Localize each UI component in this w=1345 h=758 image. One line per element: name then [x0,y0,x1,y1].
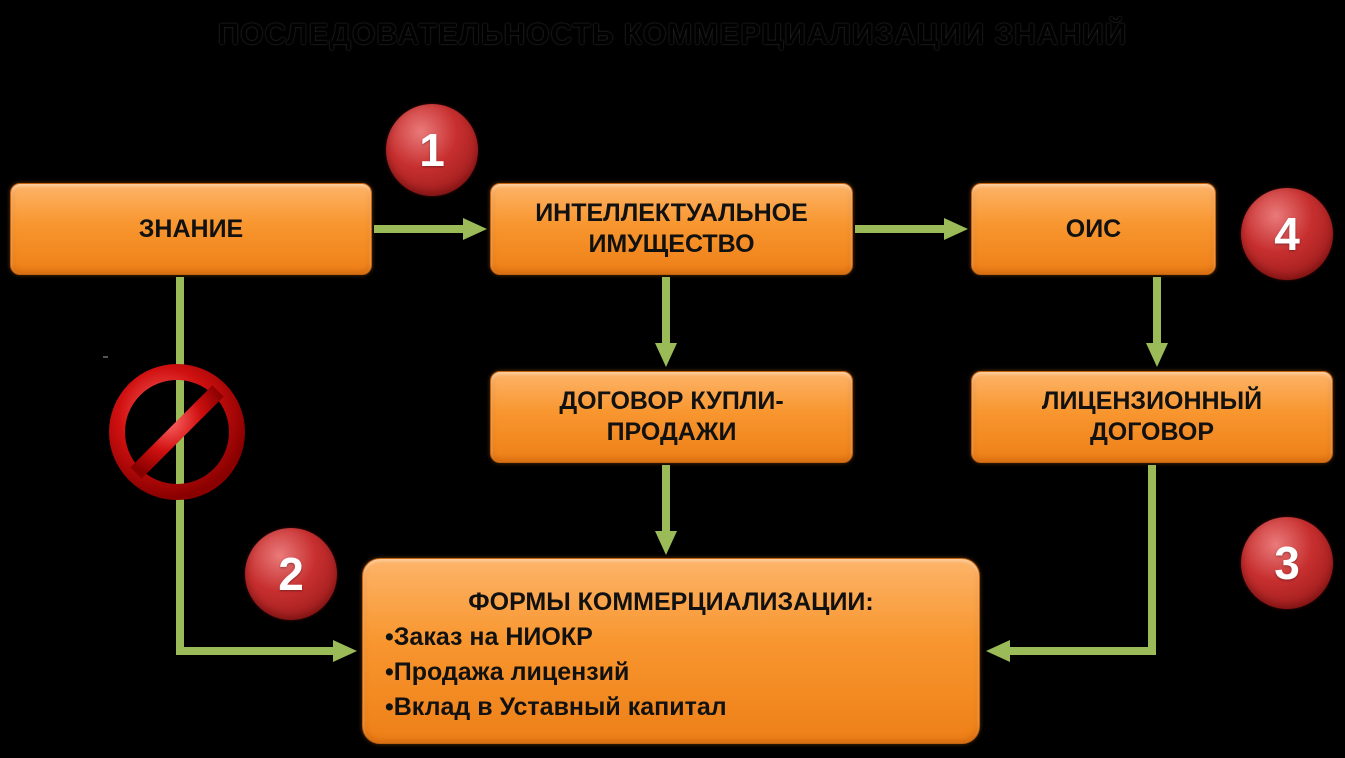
arrowhead-ip-to-ois [944,218,968,240]
node-sale-contract-label: ДОГОВОР КУПЛИ-ПРОДАЖИ [559,387,784,446]
node-commercialization-forms: ФОРМЫ КОММЕРЦИАЛИЗАЦИИ: •Заказ на НИОКР … [362,558,980,744]
arrow-license-to-forms [1001,465,1156,655]
node-znanie: ЗНАНИЕ [10,183,372,275]
step-badge-1: 1 [386,104,478,196]
diagram-title: ПОСЛЕДОВАТЕЛЬНОСТЬ КОММЕРЦИАЛИЗАЦИИ ЗНАН… [217,18,1128,51]
arrowhead-ois-to-license [1146,343,1168,367]
node-znanie-label: ЗНАНИЕ [138,214,244,243]
forms-heading: ФОРМЫ КОММЕРЦИАЛИЗАЦИИ: [468,588,874,616]
arrowhead-znanie-to-forms [333,640,357,662]
step-badge-3: 3 [1241,517,1333,609]
arrow-znanie-to-forms [176,277,342,655]
arrowhead-contract-to-forms [655,531,677,555]
node-sale-contract: ДОГОВОР КУПЛИ-ПРОДАЖИ [490,371,853,463]
dash-mark [103,356,108,358]
step-badge-2: 2 [245,528,337,620]
prohibit-icon [109,364,245,500]
step-badge-4: 4 [1241,188,1333,280]
forms-item-rnd-order: •Заказ на НИОКР [385,623,593,651]
node-license-contract-label: ЛИЦЕНЗИОННЫЙ ДОГОВОР [1041,387,1263,446]
arrowhead-znanie-to-ip [463,218,487,240]
forms-item-charter-capital: •Вклад в Уставный капитал [385,693,727,721]
forms-item-license-sales: •Продажа лицензий [385,658,630,686]
arrowhead-ip-to-contract [655,343,677,367]
node-intellectual-property-label: ИНТЕЛЛЕКТУАЛЬНОЕ ИМУЩЕСТВО [535,199,808,258]
node-license-contract: ЛИЦЕНЗИОННЫЙ ДОГОВОР [971,371,1333,463]
node-ois: ОИС [971,183,1216,275]
arrowhead-license-to-forms [986,640,1010,662]
node-intellectual-property: ИНТЕЛЛЕКТУАЛЬНОЕ ИМУЩЕСТВО [490,183,853,275]
node-ois-label: ОИС [1065,214,1122,243]
